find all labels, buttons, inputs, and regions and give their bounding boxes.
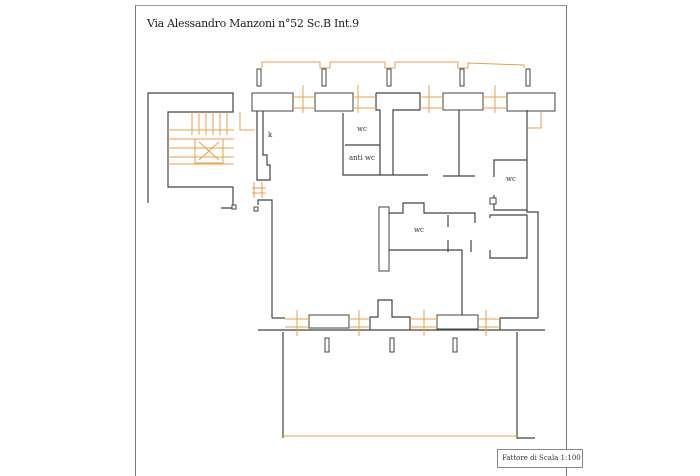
- address-title: Via Alessandro Manzoni n°52 Sc.B Int.9: [147, 17, 359, 30]
- interior-walls: [252, 110, 545, 336]
- stairwell: [147, 92, 255, 210]
- floor-plan: k wc anti wc wc wc: [147, 61, 556, 439]
- room-label-wc-right: wc: [506, 175, 516, 183]
- balcony-railing: [256, 61, 531, 87]
- scale-label: Fattore di Scala 1:100: [497, 449, 583, 468]
- room-label-anti-wc: anti wc: [349, 154, 375, 162]
- page-frame: [135, 5, 567, 476]
- room-label-wc-top: wc: [357, 125, 367, 133]
- terrace: [282, 332, 535, 439]
- room-label-kitchen: k: [268, 131, 273, 139]
- top-wall: [251, 85, 556, 176]
- room-label-wc-middle: wc: [414, 226, 424, 234]
